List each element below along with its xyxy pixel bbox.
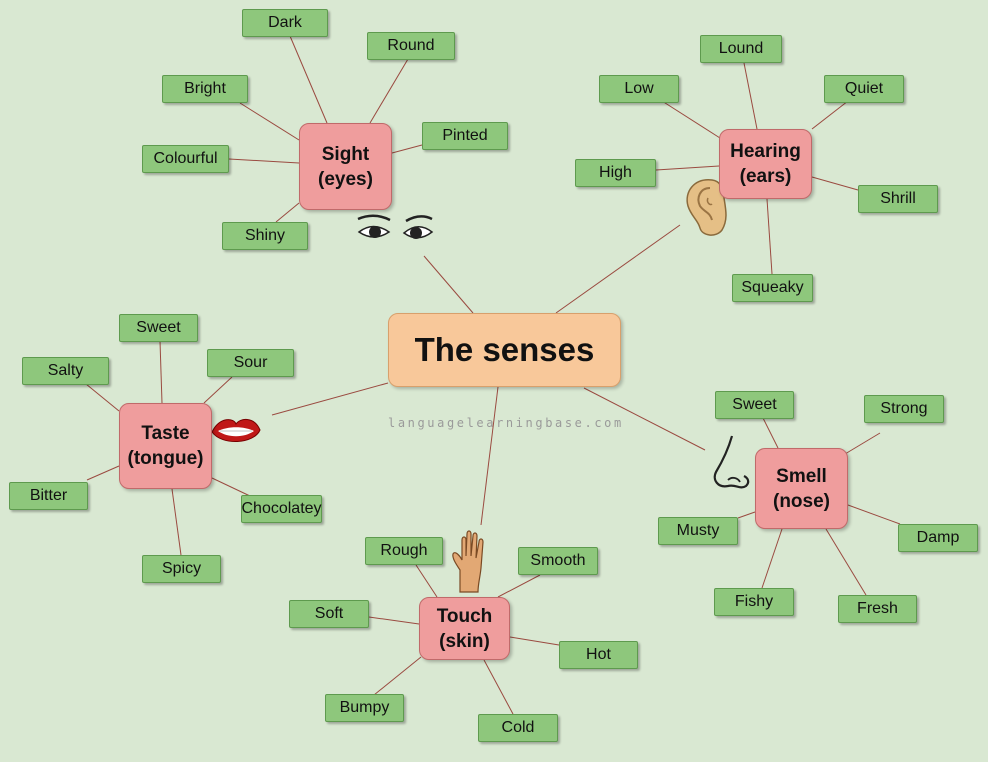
- link-sight-round: [369, 58, 409, 124]
- link-center-smell: [583, 387, 706, 451]
- smell-word-fishy: Fishy: [714, 588, 794, 616]
- sense-sight-label: Sight: [321, 143, 370, 165]
- link-smell-fresh: [825, 528, 867, 596]
- link-taste-sweet: [159, 340, 163, 404]
- taste-word-sweet: Sweet: [119, 314, 198, 342]
- link-touch-hot: [509, 636, 560, 646]
- hand-icon: [452, 530, 484, 593]
- sense-touch-label: Touch: [436, 605, 493, 627]
- sense-taste-organ: (tongue): [127, 448, 204, 469]
- sense-taste: Taste (tongue): [119, 403, 212, 489]
- sense-smell-organ: (nose): [773, 490, 830, 512]
- link-hearing-high: [655, 165, 720, 171]
- link-hearing-low: [661, 100, 721, 139]
- link-sight-pinted: [391, 144, 423, 154]
- link-smell-fishy: [761, 528, 783, 589]
- link-hearing-quiet: [811, 100, 849, 130]
- link-center-hearing: [555, 224, 681, 314]
- link-center-touch: [480, 386, 499, 526]
- sense-sight-organ: (eyes): [318, 168, 373, 190]
- sight-word-bright: Bright: [162, 75, 248, 103]
- touch-word-cold: Cold: [478, 714, 558, 742]
- touch-word-bumpy: Bumpy: [325, 694, 404, 722]
- hearing-word-squeaky: Squeaky: [732, 274, 813, 302]
- taste-word-spicy: Spicy: [142, 555, 221, 583]
- link-hearing-lound: [743, 62, 758, 130]
- link-smell-strong: [844, 432, 881, 455]
- sight-word-pinted: Pinted: [422, 122, 508, 150]
- link-sight-colourful: [228, 158, 300, 164]
- link-touch-soft: [368, 616, 420, 625]
- link-center-taste: [271, 382, 389, 416]
- touch-word-rough: Rough: [365, 537, 443, 565]
- sense-hearing-label: Hearing: [730, 141, 801, 162]
- center-topic-label: The senses: [414, 331, 595, 368]
- link-center-sight: [423, 255, 474, 314]
- link-touch-smooth: [497, 574, 541, 598]
- link-sight-dark: [289, 35, 328, 124]
- taste-word-chocolatey: Chocolatey: [241, 495, 322, 523]
- center-topic: The senses: [388, 313, 621, 387]
- taste-word-salty: Salty: [22, 357, 109, 385]
- link-taste-bitter: [86, 465, 120, 481]
- hearing-word-high: High: [575, 159, 656, 187]
- taste-word-bitter: Bitter: [9, 482, 88, 510]
- link-touch-cold: [483, 659, 514, 715]
- sense-taste-label: Taste: [141, 423, 190, 444]
- link-touch-rough: [415, 564, 438, 598]
- link-touch-bumpy: [373, 656, 422, 696]
- hearing-word-lound: Lound: [700, 35, 782, 63]
- smell-word-fresh: Fresh: [838, 595, 917, 623]
- touch-word-soft: Soft: [289, 600, 369, 628]
- link-hearing-squeaky: [766, 198, 773, 275]
- touch-word-smooth: Smooth: [518, 547, 598, 575]
- sense-sight: Sight (eyes): [299, 123, 392, 210]
- smell-word-damp: Damp: [898, 524, 978, 552]
- link-smell-damp: [847, 504, 901, 525]
- sight-word-shiny: Shiny: [222, 222, 308, 250]
- sight-word-colourful: Colourful: [142, 145, 229, 173]
- sight-word-dark: Dark: [242, 9, 328, 37]
- hearing-word-shrill: Shrill: [858, 185, 938, 213]
- link-taste-spicy: [171, 488, 182, 556]
- sense-hearing-organ: (ears): [739, 166, 792, 187]
- sense-smell-label: Smell: [776, 465, 827, 487]
- smell-word-strong: Strong: [864, 395, 944, 423]
- taste-word-sour: Sour: [207, 349, 294, 377]
- nose-icon: [713, 435, 750, 489]
- touch-word-hot: Hot: [559, 641, 638, 669]
- sense-hearing: Hearing (ears): [719, 129, 812, 199]
- eyes-icon: [357, 214, 434, 239]
- sense-touch-organ: (skin): [439, 630, 490, 652]
- link-hearing-shrill: [811, 176, 859, 191]
- watermark: languagelearningbase.com: [388, 416, 624, 430]
- hearing-word-low: Low: [599, 75, 679, 103]
- link-taste-chocolatey: [211, 477, 251, 497]
- link-smell-sweet: [762, 417, 779, 449]
- smell-word-musty: Musty: [658, 517, 738, 545]
- mouth-icon: [211, 419, 261, 443]
- sense-smell: Smell (nose): [755, 448, 848, 529]
- link-smell-musty: [737, 511, 756, 519]
- link-sight-shiny: [275, 202, 300, 223]
- link-taste-salty: [85, 383, 120, 412]
- sight-word-round: Round: [367, 32, 455, 60]
- hearing-word-quiet: Quiet: [824, 75, 904, 103]
- sense-touch: Touch (skin): [419, 597, 510, 660]
- smell-word-sweet: Sweet: [715, 391, 794, 419]
- link-sight-bright: [239, 102, 300, 141]
- link-taste-sour: [203, 376, 233, 404]
